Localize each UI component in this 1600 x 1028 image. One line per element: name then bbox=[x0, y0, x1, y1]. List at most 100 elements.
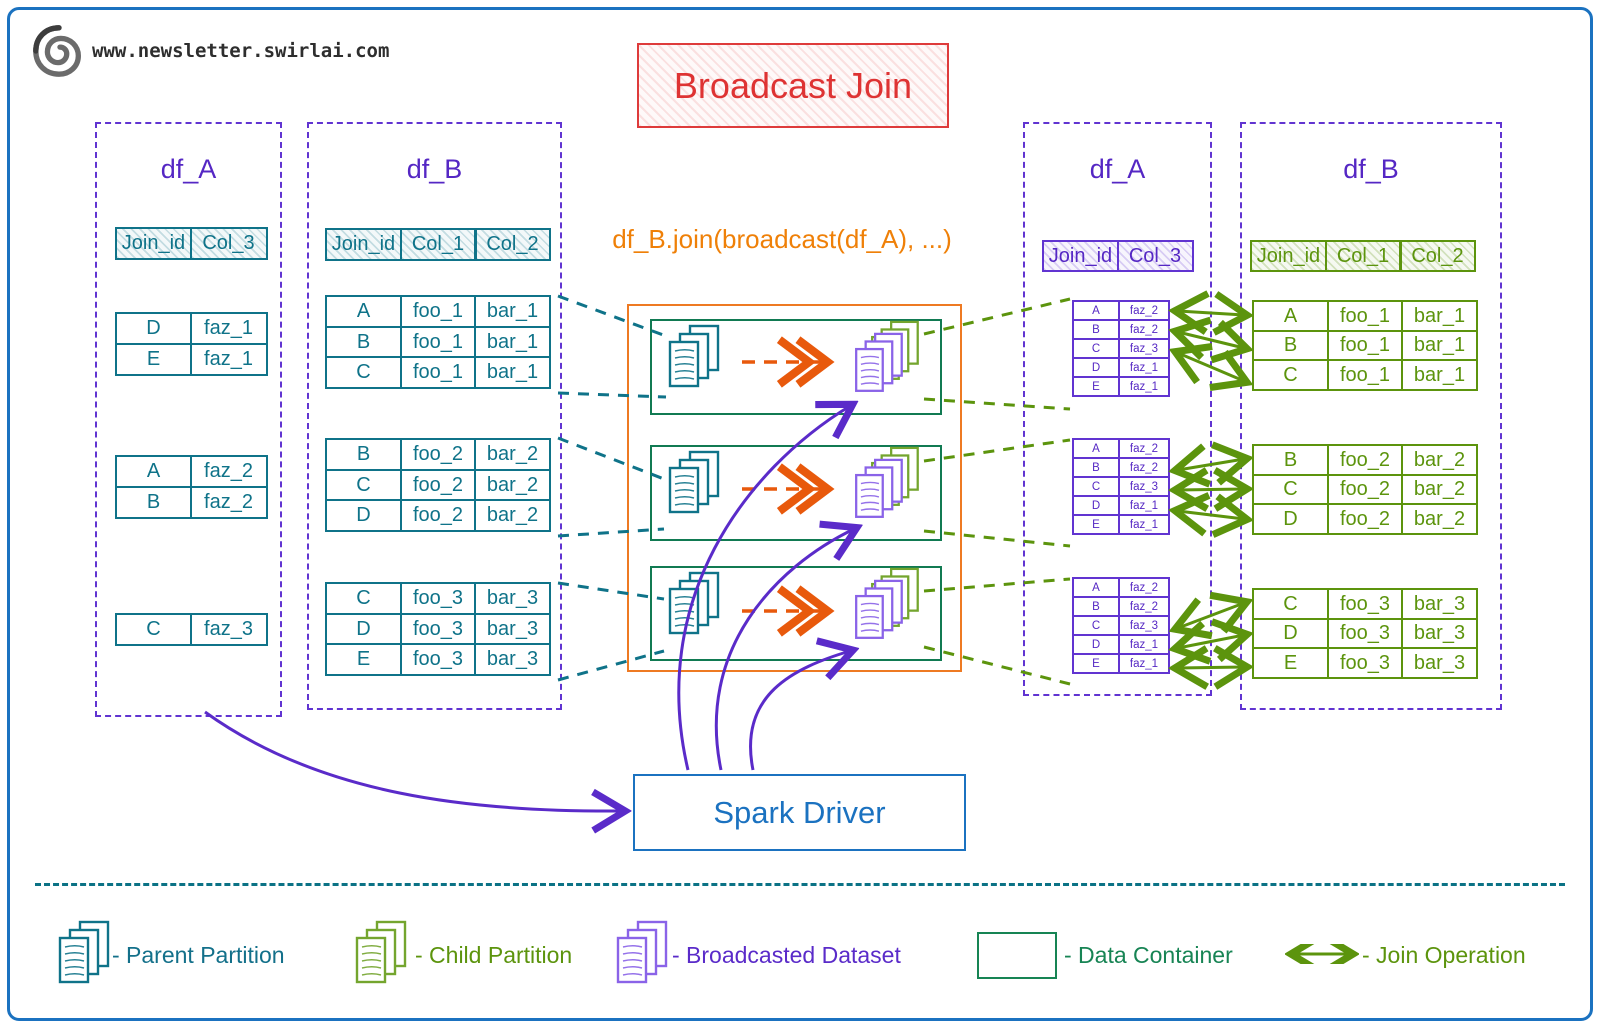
table-cell: foo_1 bbox=[399, 295, 477, 328]
table-cell: D bbox=[115, 312, 192, 345]
table-cell: faz_1 bbox=[1118, 634, 1170, 655]
table-cell: Join_id bbox=[1042, 240, 1119, 272]
legend-child-partition-label: - Child Partition bbox=[415, 942, 573, 968]
table-cell: D bbox=[1072, 634, 1120, 655]
table-cell: foo_3 bbox=[1326, 647, 1404, 679]
table-cell: E bbox=[1072, 514, 1120, 535]
table-cell: Join_id bbox=[115, 227, 192, 260]
table-cell: faz_2 bbox=[1118, 577, 1170, 598]
table-cell: B bbox=[115, 485, 192, 519]
left-dfA-title: df_A bbox=[160, 154, 217, 184]
table-cell: B bbox=[1252, 329, 1329, 362]
table-cell: foo_1 bbox=[1326, 329, 1404, 362]
table-cell: foo_3 bbox=[399, 643, 477, 676]
table-cell: bar_2 bbox=[474, 468, 551, 502]
table-cell: bar_1 bbox=[1401, 359, 1478, 391]
legend-broadcasted-dataset-label: - Broadcasted Dataset bbox=[672, 942, 901, 968]
table-cell: Col_3 bbox=[1116, 240, 1194, 272]
table-cell: Col_1 bbox=[399, 228, 477, 261]
table-cell: B bbox=[325, 325, 402, 359]
table-cell: bar_1 bbox=[474, 356, 551, 389]
table-cell: C bbox=[1252, 473, 1329, 506]
table-cell: C bbox=[325, 356, 402, 389]
left-dfA-box: df_A bbox=[95, 122, 282, 717]
table-cell: D bbox=[325, 612, 402, 646]
table-cell: faz_2 bbox=[1118, 300, 1170, 321]
table-cell: bar_2 bbox=[1401, 473, 1478, 506]
spark-driver-box: Spark Driver bbox=[633, 774, 966, 851]
table-cell: faz_1 bbox=[1118, 495, 1170, 516]
table-cell: faz_1 bbox=[1118, 376, 1170, 397]
table-cell: D bbox=[1252, 617, 1329, 650]
table-cell: Col_1 bbox=[1324, 240, 1402, 272]
table-cell: faz_2 bbox=[1118, 438, 1170, 459]
table-cell: foo_1 bbox=[1326, 359, 1404, 391]
table-cell: foo_3 bbox=[1326, 617, 1404, 650]
data-container-rect-icon bbox=[977, 932, 1057, 979]
table-cell: faz_2 bbox=[189, 455, 268, 488]
legend-join-operation-label: - Join Operation bbox=[1362, 942, 1526, 968]
table-cell: bar_2 bbox=[474, 499, 551, 532]
broadcasted-dataset-doc-stack-icon bbox=[613, 920, 669, 998]
parent-partition-doc-stack-icon bbox=[55, 920, 111, 998]
table-cell: Join_id bbox=[1250, 240, 1327, 272]
swirl-logo bbox=[33, 25, 81, 77]
table-cell: A bbox=[1072, 438, 1120, 459]
table-cell: B bbox=[1072, 319, 1120, 340]
table-cell: Col_3 bbox=[189, 227, 268, 260]
table-cell: bar_2 bbox=[1401, 503, 1478, 535]
right-dfB-title: df_B bbox=[1343, 154, 1399, 184]
table-cell: D bbox=[1072, 357, 1120, 378]
table-cell: foo_3 bbox=[1326, 588, 1404, 620]
left-dfB-title: df_B bbox=[406, 154, 463, 184]
site-url: www.newsletter.swirlai.com bbox=[92, 40, 390, 62]
table-cell: C bbox=[1072, 338, 1120, 359]
legend-data-container-label: - Data Container bbox=[1064, 942, 1233, 968]
left-dfB-box: df_B bbox=[307, 122, 562, 710]
table-cell: B bbox=[1072, 596, 1120, 617]
table-cell: bar_3 bbox=[474, 582, 551, 615]
table-cell: C bbox=[325, 468, 402, 502]
table-cell: D bbox=[1252, 503, 1329, 535]
table-cell: A bbox=[1072, 300, 1120, 321]
table-cell: foo_2 bbox=[399, 438, 477, 471]
table-cell: E bbox=[1072, 653, 1120, 674]
table-cell: E bbox=[325, 643, 402, 676]
join-operation-arrow-icon bbox=[1285, 944, 1359, 964]
table-cell: bar_3 bbox=[1401, 588, 1478, 620]
table-cell: bar_2 bbox=[474, 438, 551, 471]
table-cell: C bbox=[1072, 476, 1120, 497]
table-cell: bar_3 bbox=[1401, 647, 1478, 679]
